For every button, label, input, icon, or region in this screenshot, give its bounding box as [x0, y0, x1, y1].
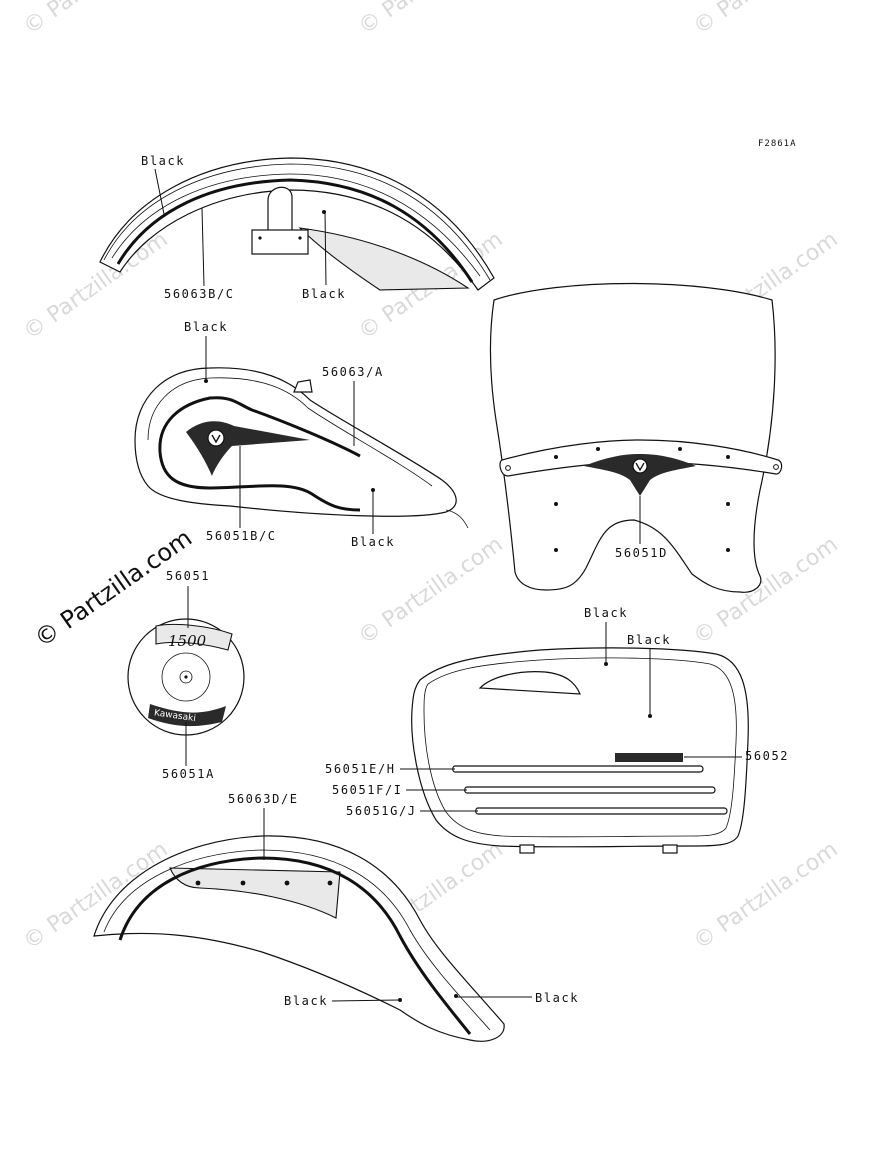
side-cover-badge-part-label: 56052 — [745, 749, 789, 763]
round-cover: 1500 Kawasaki — [127, 618, 245, 736]
fuel-tank — [134, 367, 469, 529]
stripe-1-part-label: 56051E/H — [325, 762, 396, 776]
round-cover-part-label-top: 56051 — [166, 569, 210, 583]
round-cover-part-label-bottom: 56051A — [162, 767, 215, 781]
front-fender-black-label-bottom: Black — [302, 287, 346, 301]
rear-fender — [93, 835, 505, 1042]
rear-fender-part-label: 56063D/E — [228, 792, 299, 806]
side-cover — [411, 647, 749, 854]
tank-black-label-bottom: Black — [351, 535, 395, 549]
leader-line — [324, 211, 327, 286]
tank-black-label-top: Black — [184, 320, 228, 334]
watermark-text: © Partzilla.com — [354, 532, 507, 650]
watermark-text: © Partzilla.com — [689, 0, 842, 40]
tank-emblem-part-label: 56051B/C — [206, 529, 277, 543]
figure-code: F2861A — [758, 139, 797, 149]
leader-line — [201, 207, 205, 287]
stripe-3-part-label: 56051G/J — [346, 804, 417, 818]
rear-fender-black-label-right: Black — [535, 991, 579, 1005]
windshield — [489, 282, 783, 593]
watermark-text: © Partzilla.com — [689, 837, 842, 955]
leader-line — [331, 999, 401, 1002]
rear-fender-black-label-left: Black — [284, 994, 328, 1008]
front-fender-part-label: 56063B/C — [164, 287, 235, 301]
side-cover-black-label-1: Black — [584, 606, 628, 620]
watermark-text: © Partzilla.com — [19, 227, 172, 345]
stripe-2-part-label: 56051F/I — [332, 783, 403, 797]
round-cover-emblem-text-top: 1500 — [168, 632, 207, 650]
leader-line — [154, 168, 165, 215]
watermark-text: © Partzilla.com — [19, 0, 172, 40]
watermark-text: © Partzilla.com — [354, 0, 507, 40]
front-fender-black-label-top: Black — [141, 154, 185, 168]
windshield-emblem-part-label: 56051D — [615, 546, 668, 560]
front-fender — [99, 157, 495, 291]
side-cover-black-label-2: Black — [627, 633, 671, 647]
tank-part-label: 56063/A — [322, 365, 384, 379]
